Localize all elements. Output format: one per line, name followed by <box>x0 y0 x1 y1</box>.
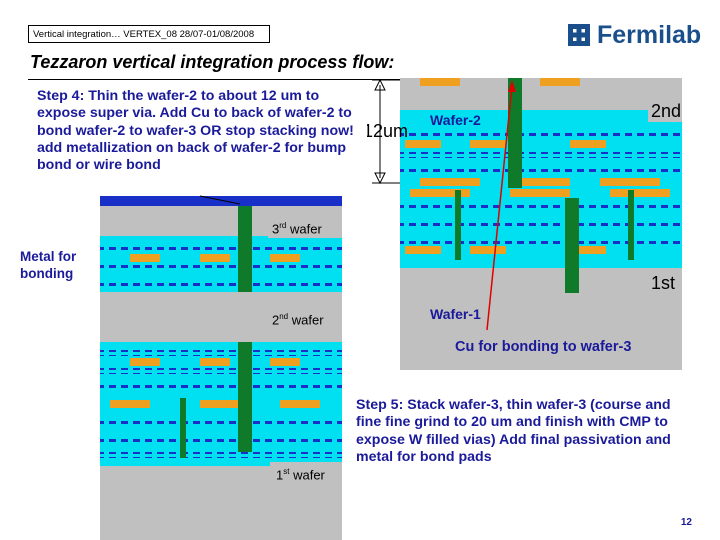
label-wafer2: Wafer-2 <box>430 112 481 128</box>
label-metal-bonding: Metal for bonding <box>20 249 77 281</box>
logo-text: Fermilab <box>597 20 702 49</box>
wafer-stack-right <box>372 78 682 370</box>
fermilab-logo: Fermilab <box>566 20 701 50</box>
label-3rd-wafer: 3rd wafer <box>272 221 322 237</box>
fermilab-icon <box>568 24 590 46</box>
label-1st-wafer: 1st wafer <box>276 467 325 483</box>
label-2nd-layer: 2nd <box>651 101 682 121</box>
label-cu-bonding: Cu for bonding to wafer-3 <box>455 339 632 355</box>
label-2nd-wafer: 2nd wafer <box>272 312 324 328</box>
step4-text: Step 4: Thin the wafer-2 to about 12 um … <box>37 88 367 175</box>
page-number: 12 <box>680 517 692 528</box>
label-12um: 12um <box>363 121 409 141</box>
slide-title: Tezzaron vertical integration process fl… <box>30 52 395 72</box>
title-underline <box>28 79 433 80</box>
label-wafer1: Wafer-1 <box>430 306 481 322</box>
wafer-stack-left-bottom <box>100 342 342 540</box>
label-1st-layer: 1st <box>651 273 676 293</box>
step5-text: Step 5: Stack wafer-3, thin wafer-3 (cou… <box>356 397 671 465</box>
header-breadcrumb: Vertical integration… VERTEX_08 28/07-01… <box>28 25 270 43</box>
